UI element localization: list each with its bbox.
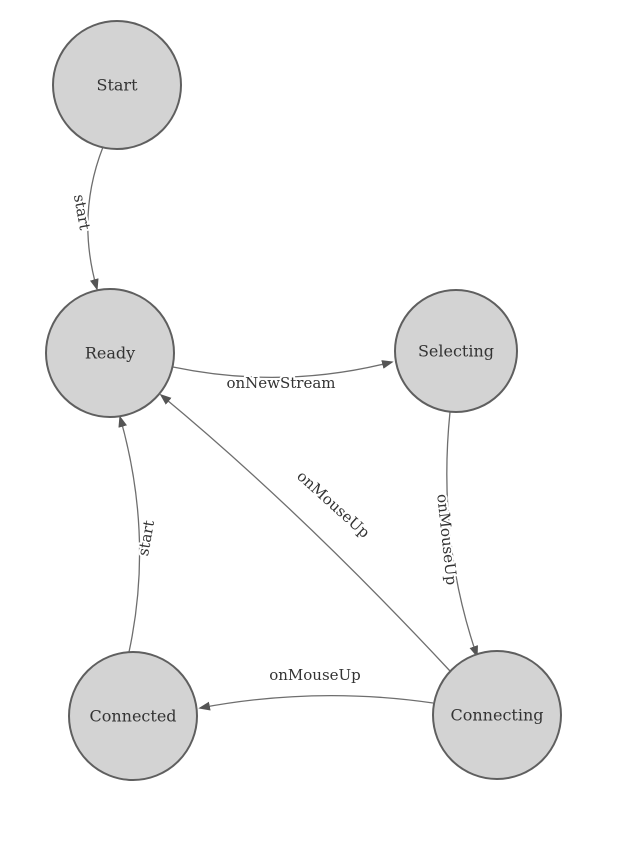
state-node-ready: Ready [45,288,175,418]
state-node-start: Start [52,20,182,150]
transition-label-connecting-ready: onMouseUp [293,467,373,542]
transition-edge-ready-selecting [172,360,394,379]
state-label-selecting: Selecting [418,342,494,361]
transition-label-connecting-connected: onMouseUp [269,666,361,684]
state-circle-start [52,20,182,150]
transition-label-ready-selecting: onNewStream [226,374,335,392]
state-circle-selecting [394,289,518,413]
edges-layer [87,146,478,711]
transition-label-start-ready: start [70,193,94,231]
state-label-connecting: Connecting [450,706,543,725]
state-circle-connected [68,651,198,781]
labels-layer: start onNewStream onMouseUp onMouseUp onMous… [68,191,463,686]
transition-edge-connected-ready [118,415,141,653]
transition-edge-connecting-ready [159,393,451,672]
state-node-connected: Connected [68,651,198,781]
state-label-connected: Connected [89,707,176,726]
transition-edge-start-ready [87,146,104,291]
state-node-selecting: Selecting [394,289,518,413]
transition-label-selecting-connecting: onMouseUp [433,493,460,586]
state-circle-connecting [432,650,562,780]
state-label-start: Start [96,76,138,95]
transition-edge-selecting-connecting [446,411,478,658]
state-circle-ready [45,288,175,418]
state-node-connecting: Connecting [432,650,562,780]
state-label-ready: Ready [85,344,135,363]
transition-edge-connecting-connected [198,694,434,711]
transition-label-connected-ready: start [134,519,158,557]
